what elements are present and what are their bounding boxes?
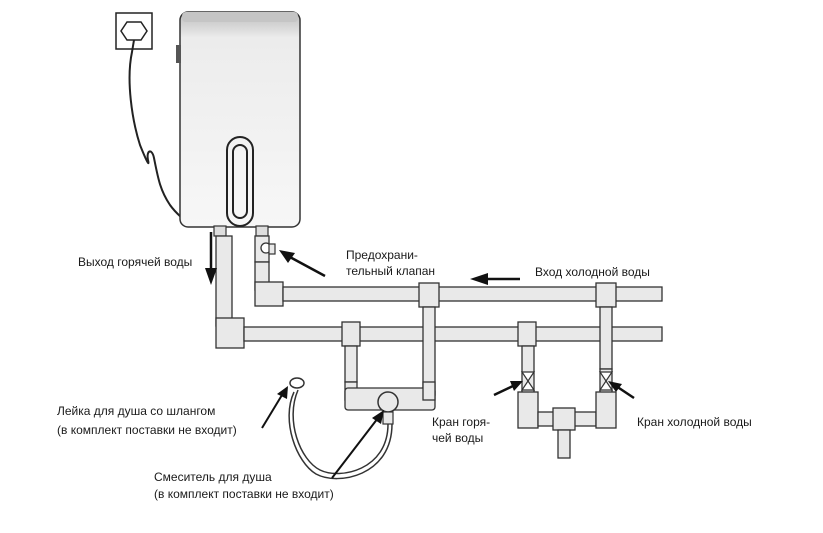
safety-valve — [254, 235, 276, 263]
label-shower-head-1: Лейка для душа со шлангом — [57, 404, 216, 418]
label-shower-head-2: (в комплект поставки не входит) — [57, 423, 237, 437]
cold-water-pipe — [254, 261, 663, 396]
label-cold-tap: Кран холодной воды — [637, 415, 752, 429]
shower-mixer — [344, 381, 436, 425]
power-cord — [128, 39, 183, 219]
label-safety-valve-2: тельный клапан — [346, 264, 436, 278]
label-mixer-2: (в комплект поставки не входит) — [154, 487, 334, 501]
label-cold-inlet: Вход холодной воды — [535, 265, 650, 279]
taps-assembly — [517, 345, 617, 459]
water-heater-tank — [176, 11, 301, 237]
shower-hose — [288, 377, 393, 480]
label-hot-tap-2: чей воды — [432, 431, 484, 445]
hot-water-pipe — [215, 235, 663, 383]
label-hot-tap-1: Кран горя- — [432, 415, 491, 429]
annotation-arrows — [205, 232, 635, 479]
label-mixer-1: Смеситель для душа — [154, 470, 272, 484]
label-hot-outlet: Выход горячей воды — [78, 255, 193, 269]
label-safety-valve-1: Предохрани- — [346, 248, 418, 262]
